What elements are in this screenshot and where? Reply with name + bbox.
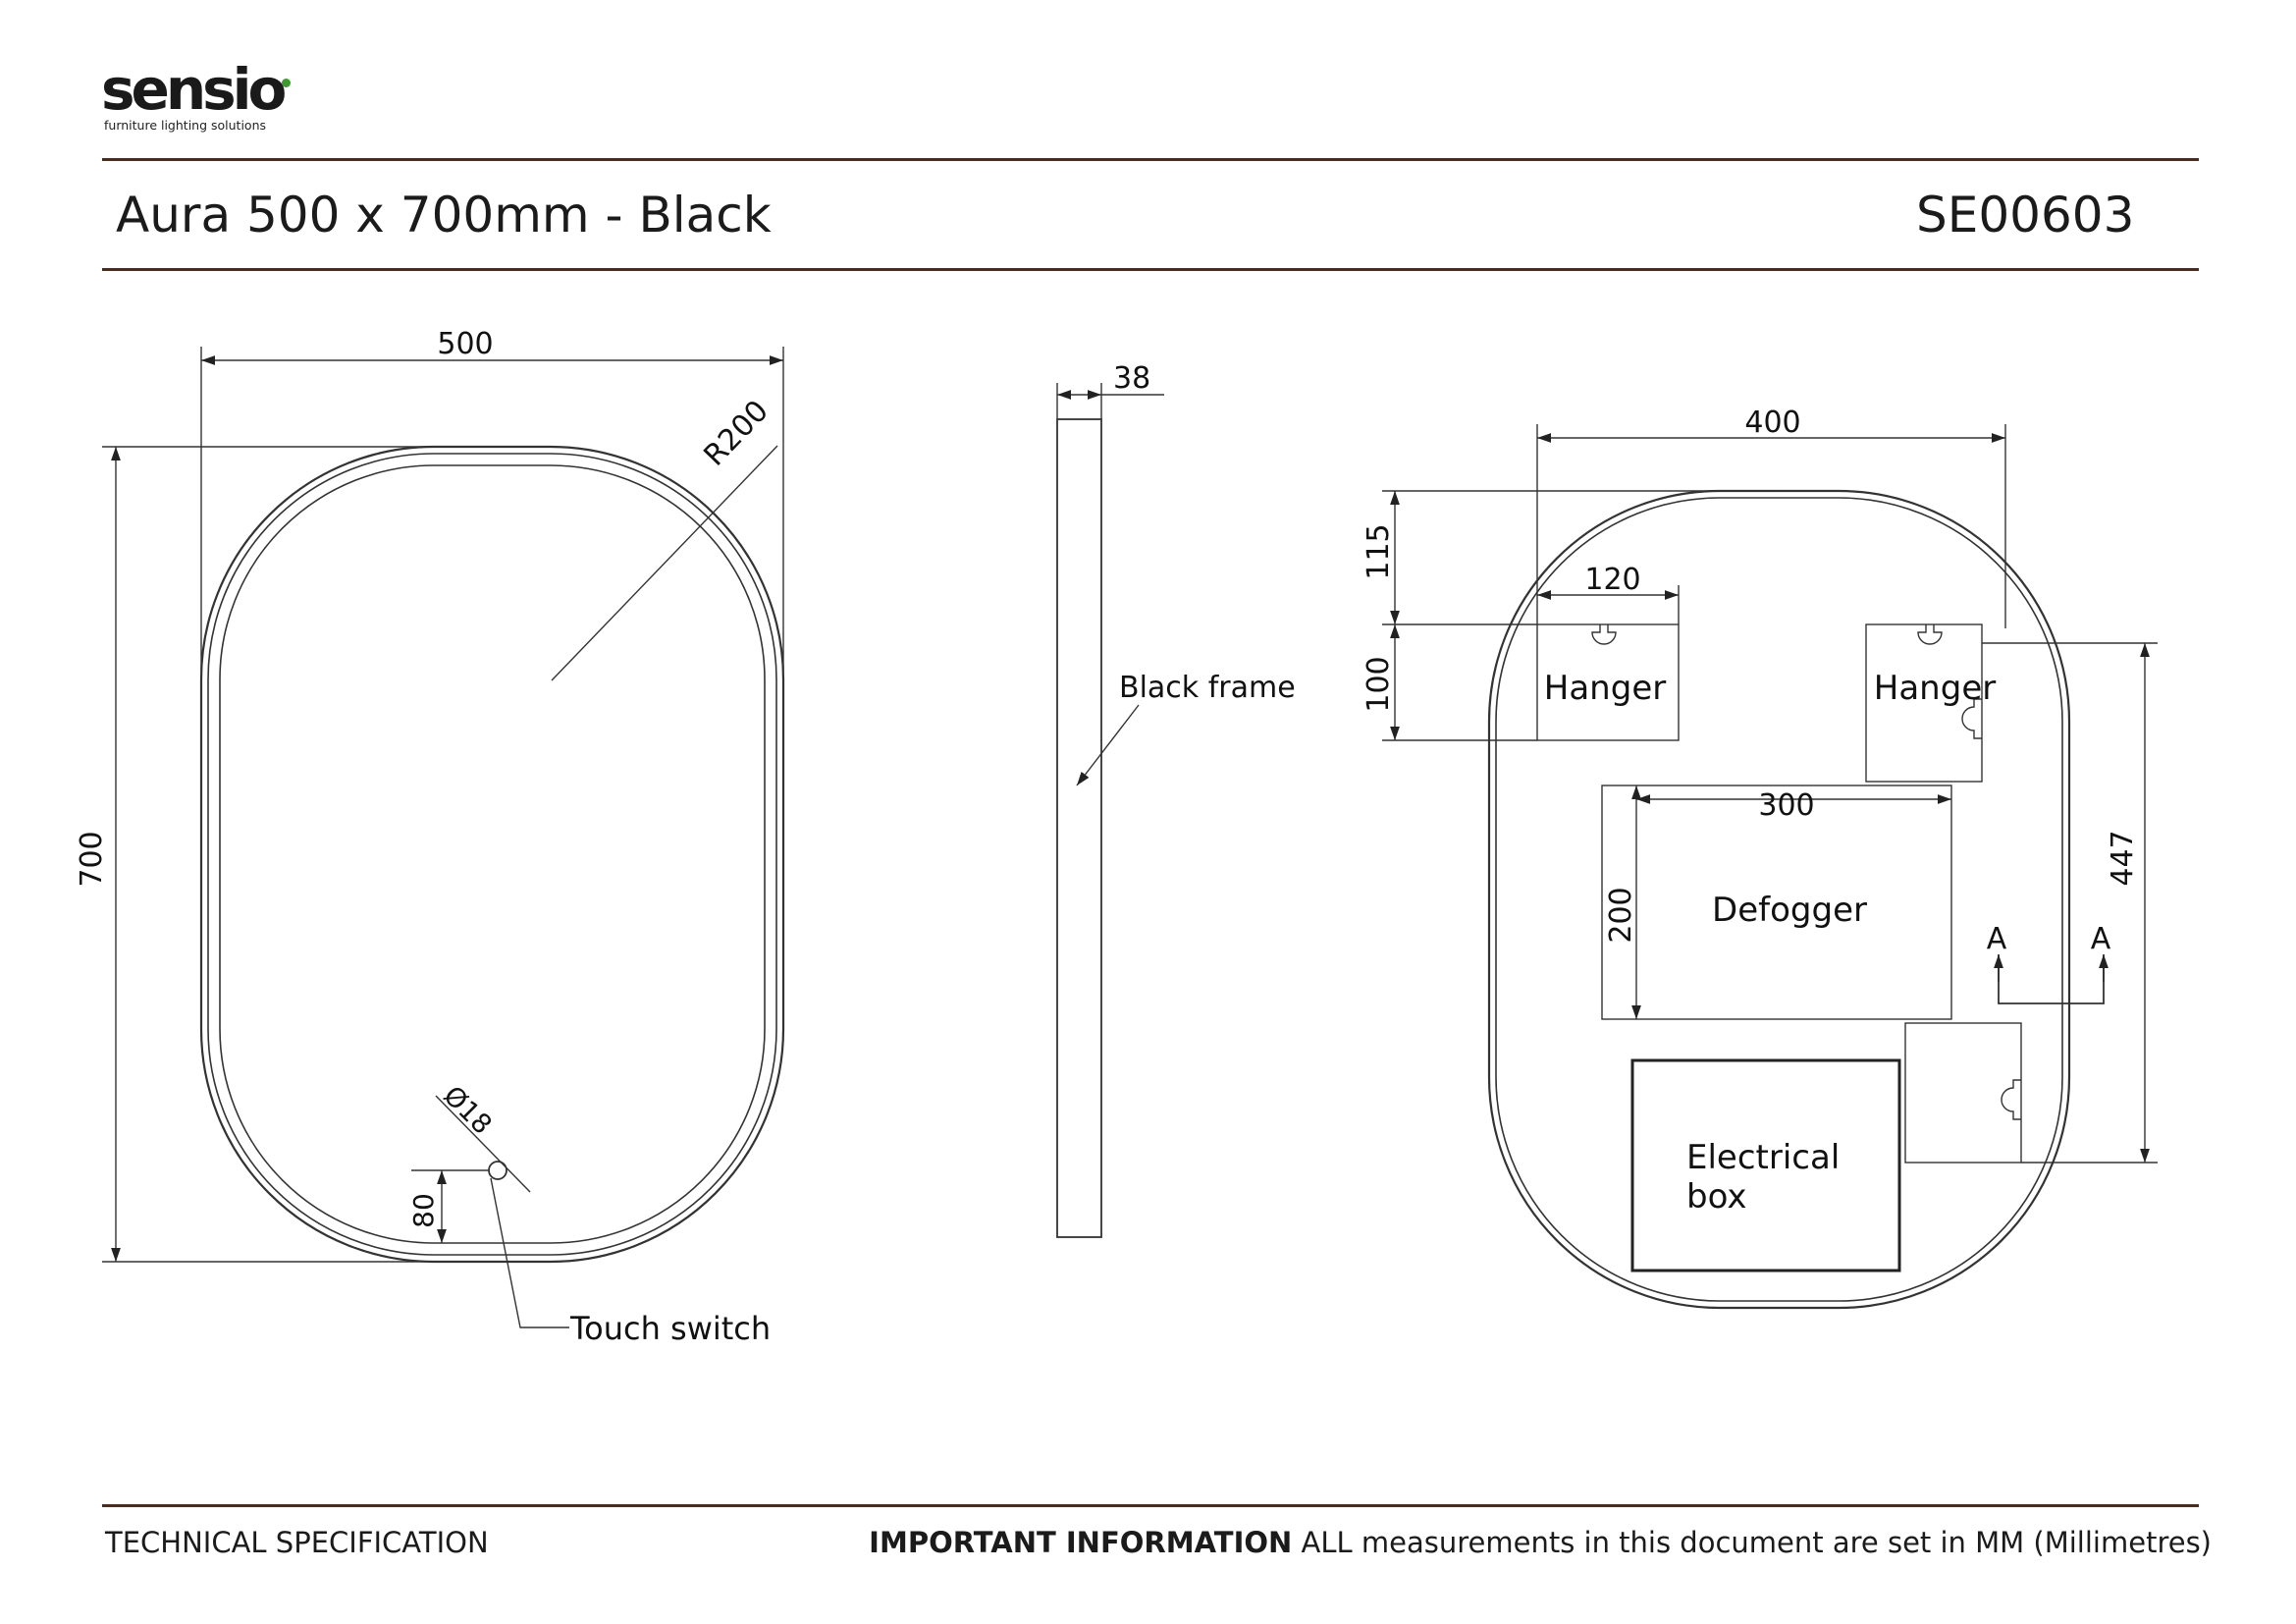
brand-tagline: furniture lighting solutions xyxy=(104,118,267,133)
hanger-right-side-slot-icon xyxy=(1961,698,1982,739)
header-bottom-rule xyxy=(102,268,2199,271)
electrical-box xyxy=(1630,1058,1901,1272)
hanger-left-label: Hanger xyxy=(1544,669,1666,708)
hanger-right-slot-icon xyxy=(1917,624,1943,645)
front-view xyxy=(102,347,785,1328)
hanger-spacing-label: 400 xyxy=(1744,406,1800,440)
hanger-width-label: 120 xyxy=(1584,563,1640,597)
footer-important-text: ALL measurements in this document are se… xyxy=(1292,1526,2212,1559)
mirror-glass-outline xyxy=(219,464,766,1244)
rear-inner-outline xyxy=(1495,497,2063,1302)
width-label: 500 xyxy=(437,327,493,361)
footer-technical-spec: TECHNICAL SPECIFICATION xyxy=(105,1526,489,1559)
radius-leader xyxy=(551,445,778,681)
depth-label: 38 xyxy=(1113,361,1150,396)
touch-switch-label: Touch switch xyxy=(569,1310,771,1347)
defogger-pad xyxy=(1601,785,1952,1020)
brand-logo: sensio xyxy=(101,56,287,123)
lower-bracket-slot-icon xyxy=(2001,1079,2021,1120)
touch-switch-icon xyxy=(488,1161,507,1180)
switch-diameter-label: Ø18 xyxy=(437,1080,497,1140)
switch-offset-label: 80 xyxy=(407,1193,440,1228)
rear-outer-outline xyxy=(1487,489,2071,1310)
side-dimension-label: 447 xyxy=(2106,830,2140,886)
electrical-box-label-1: Electrical xyxy=(1686,1138,1840,1177)
lower-bracket xyxy=(1904,1022,2022,1164)
hanger-left-slot-icon xyxy=(1591,624,1617,645)
height-label: 700 xyxy=(75,831,109,887)
hanger-top-offset-label: 115 xyxy=(1362,523,1396,579)
hanger-right xyxy=(1865,623,1983,783)
electrical-box-label-2: box xyxy=(1686,1177,1746,1217)
hanger-height-label: 100 xyxy=(1362,656,1396,712)
mirror-inner-outline xyxy=(207,453,777,1256)
touch-switch-leader xyxy=(490,1177,569,1328)
footer-important-info: IMPORTANT INFORMATION ALL measurements i… xyxy=(869,1526,2212,1559)
black-frame-leader xyxy=(1076,704,1140,786)
product-code: SE00603 xyxy=(1916,187,2135,244)
side-view xyxy=(1056,383,1164,1238)
defogger-height-label: 200 xyxy=(1604,887,1638,943)
mirror-outer-outline xyxy=(199,445,785,1264)
defogger-width-label: 300 xyxy=(1758,788,1814,823)
side-profile-frame xyxy=(1056,418,1102,1238)
section-marker-left: A xyxy=(1987,922,2007,956)
brand-dot-icon xyxy=(282,79,291,87)
diameter-leader xyxy=(435,1095,531,1193)
section-line xyxy=(1998,964,2105,1004)
black-frame-label: Black frame xyxy=(1119,671,1296,705)
footer-rule xyxy=(102,1504,2199,1507)
product-title: Aura 500 x 700mm - Black xyxy=(116,187,772,244)
section-marker-right: A xyxy=(2091,922,2111,956)
defogger-label: Defogger xyxy=(1712,891,1867,930)
rear-view xyxy=(1382,424,2158,1310)
hanger-right-label: Hanger xyxy=(1874,669,1996,708)
header-top-rule xyxy=(102,158,2199,161)
footer-important-heading: IMPORTANT INFORMATION xyxy=(869,1526,1293,1559)
